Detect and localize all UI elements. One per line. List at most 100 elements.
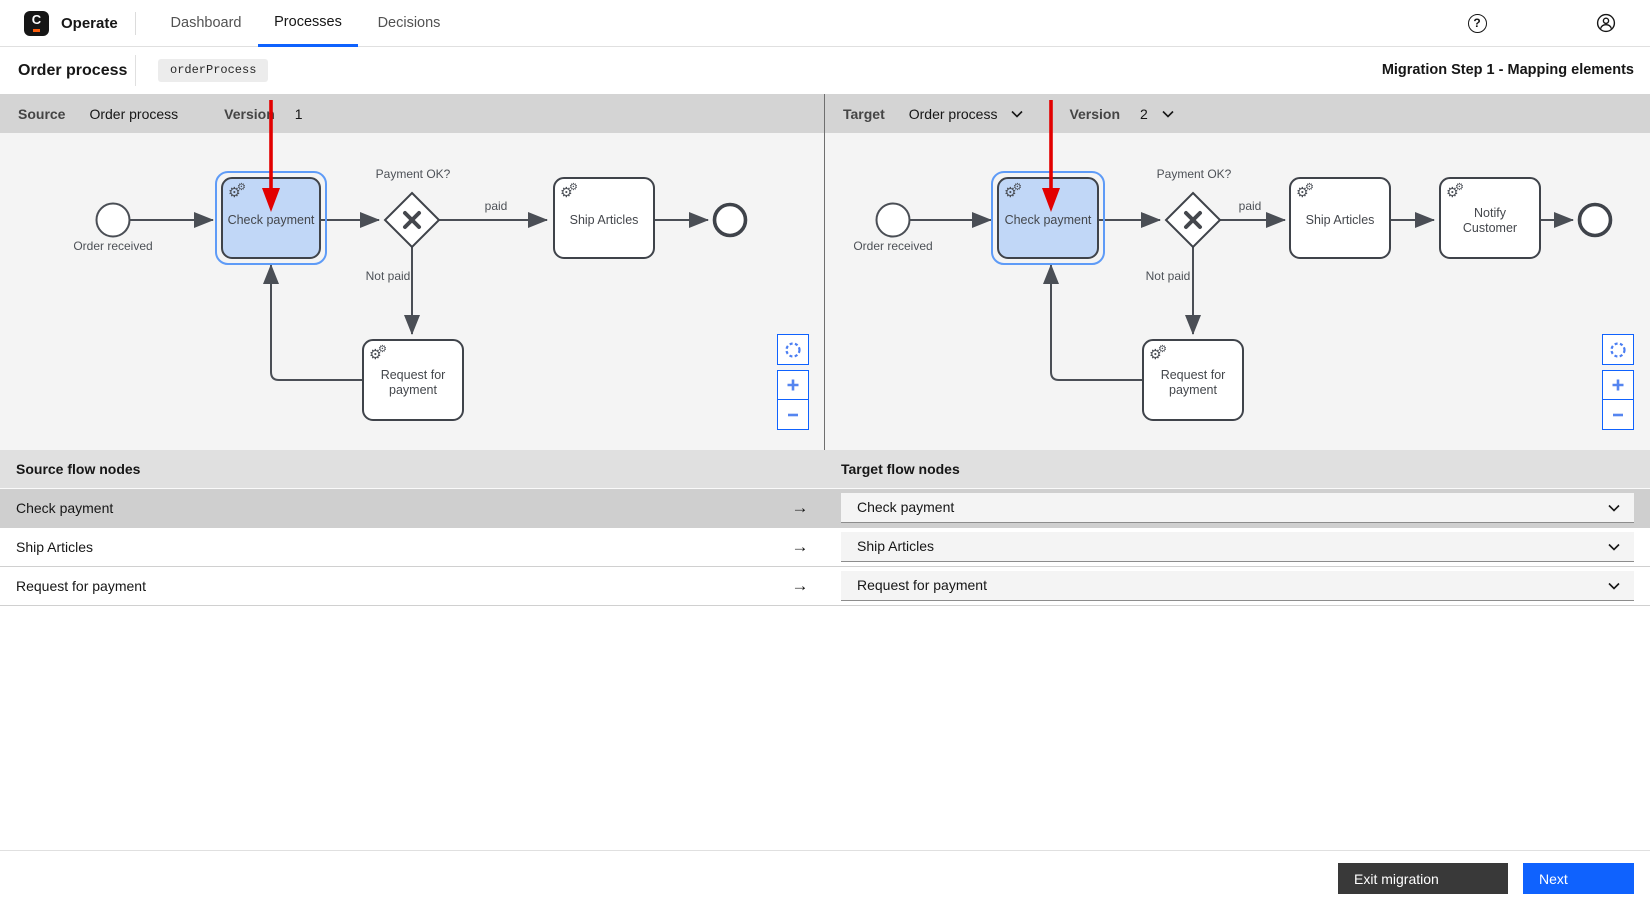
target-process-select[interactable]: Order process (908, 105, 998, 122)
svg-text:Ship Articles: Ship Articles (570, 213, 639, 227)
mapping-row-check-payment[interactable]: Check payment → Check payment (0, 489, 1650, 528)
start-event-order-received (875, 202, 911, 238)
reset-zoom-icon (785, 341, 801, 358)
source-process-name: Order process (89, 105, 179, 122)
service-task-icon: ⚙ (560, 185, 573, 201)
source-flow-node-name: Check payment (16, 500, 114, 516)
end-event (1577, 202, 1613, 238)
svg-text:Customer: Customer (1463, 221, 1517, 235)
help-button[interactable]: ? (1463, 9, 1491, 37)
start-event-order-received (95, 202, 131, 238)
user-icon (1596, 13, 1616, 33)
service-task-icon: ⚙ (237, 182, 246, 193)
task-notify-customer[interactable]: ⚙ ⚙ Notify Customer (1439, 177, 1541, 259)
svg-text:Check payment: Check payment (1005, 213, 1092, 227)
zoom-controls (1602, 370, 1634, 430)
service-task-icon: ⚙ (378, 344, 387, 355)
tab-processes[interactable]: Processes (258, 0, 358, 47)
zoom-in-button[interactable] (1602, 370, 1634, 400)
process-id-badge: orderProcess (158, 59, 269, 82)
next-button[interactable]: Next (1523, 863, 1634, 894)
minus-icon (1613, 413, 1623, 416)
service-task-icon: ⚙ (1305, 182, 1314, 193)
source-version-label: Version (224, 105, 275, 122)
plus-icon (1612, 379, 1624, 391)
target-label: Target (843, 105, 885, 122)
svg-text:Request for: Request for (381, 368, 446, 382)
target-diagram: Order received ⚙ ⚙ Check payment Payment… (853, 100, 1613, 421)
source-flow-node-name: Ship Articles (16, 539, 94, 555)
tab-dashboard[interactable]: Dashboard (170, 15, 242, 31)
mapping-table-header: Source flow nodes Target flow nodes (0, 450, 1650, 489)
chevron-down-icon[interactable] (1162, 110, 1174, 118)
tab-decisions[interactable]: Decisions (377, 15, 441, 31)
process-title: Order process (18, 62, 128, 79)
task-check-payment[interactable]: ⚙ ⚙ Check payment (997, 177, 1099, 259)
mapping-row-request-for-payment[interactable]: Request for payment → Request for paymen… (0, 567, 1650, 606)
service-task-icon: ⚙ (1446, 185, 1459, 201)
service-task-icon: ⚙ (569, 182, 578, 193)
logo-letter: C (31, 12, 42, 27)
gateway-payment-ok (1164, 191, 1222, 249)
migration-footer: Exit migration Next (0, 850, 1650, 900)
exit-migration-button[interactable]: Exit migration (1338, 863, 1508, 894)
task-request-for-payment[interactable]: ⚙ ⚙ Request for payment (362, 339, 464, 421)
svg-text:Request for: Request for (1161, 368, 1226, 382)
svg-text:payment: payment (389, 383, 437, 397)
logo-orange-dot (33, 29, 40, 32)
nav-divider (135, 12, 136, 35)
minus-icon (788, 413, 798, 416)
zoom-out-button[interactable] (1602, 400, 1634, 430)
help-icon: ? (1467, 13, 1487, 33)
zoom-out-button[interactable] (777, 400, 809, 430)
zoom-controls (777, 370, 809, 430)
gateway-payment-ok (383, 191, 441, 249)
plus-icon (787, 379, 799, 391)
target-flow-nodes-header: Target flow nodes (841, 461, 960, 477)
service-task-icon: ⚙ (1004, 185, 1017, 201)
task-ship-articles[interactable]: ⚙ ⚙ Ship Articles (1289, 177, 1391, 259)
target-flow-node-select[interactable]: Check payment (841, 493, 1634, 523)
app-name: Operate (61, 15, 118, 32)
reset-zoom-icon (1610, 341, 1626, 358)
user-button[interactable] (1592, 9, 1620, 37)
arrow-right-icon: → (791, 537, 809, 556)
mapping-row-ship-articles[interactable]: Ship Articles → Ship Articles (0, 528, 1650, 567)
service-task-icon: ⚙ (1149, 347, 1162, 363)
source-version-value: 1 (294, 105, 303, 122)
target-flow-node-select[interactable]: Request for payment (841, 571, 1634, 601)
svg-text:Ship Articles: Ship Articles (1306, 213, 1375, 227)
header-divider (135, 55, 136, 86)
chevron-down-icon (1608, 543, 1620, 551)
service-task-icon: ⚙ (1296, 185, 1309, 201)
source-flow-node-name: Request for payment (16, 578, 146, 594)
source-flow-nodes-header: Source flow nodes (16, 461, 141, 477)
reset-diagram-button[interactable] (777, 334, 809, 365)
bpmn-diagrams: Order received ⚙ ⚙ Check payment Payment… (73, 100, 1613, 421)
service-task-icon: ⚙ (1455, 182, 1464, 193)
top-nav: C Operate Dashboard Processes Decisions … (0, 0, 1650, 47)
service-task-icon: ⚙ (369, 347, 382, 363)
service-task-icon: ⚙ (1013, 182, 1022, 193)
svg-text:Notify: Notify (1474, 206, 1507, 220)
target-panel-header: Target Order process Version 2 (825, 94, 1650, 133)
chevron-down-icon (1608, 582, 1620, 590)
process-header-bar: Order process orderProcess Migration Ste… (0, 47, 1650, 94)
zoom-in-button[interactable] (777, 370, 809, 400)
service-task-icon: ⚙ (1158, 344, 1167, 355)
chevron-down-icon (1608, 504, 1620, 512)
reset-diagram-button[interactable] (1602, 334, 1634, 365)
chevron-down-icon[interactable] (1011, 110, 1024, 118)
target-version-label: Version (1069, 105, 1121, 122)
target-flow-node-select[interactable]: Ship Articles (841, 532, 1634, 562)
task-check-payment[interactable]: ⚙ ⚙ Check payment (221, 177, 321, 259)
target-version-select[interactable]: 2 (1140, 105, 1148, 122)
source-label: Source (18, 105, 66, 122)
camunda-logo[interactable]: C (24, 11, 49, 36)
svg-text:Check payment: Check payment (228, 213, 315, 227)
migration-step-title: Migration Step 1 - Mapping elements (1381, 62, 1634, 78)
end-event (712, 202, 748, 238)
task-ship-articles[interactable]: ⚙ ⚙ Ship Articles (553, 177, 655, 259)
task-request-for-payment[interactable]: ⚙ ⚙ Request for payment (1142, 339, 1244, 421)
source-panel-header: Source Order process Version 1 (0, 94, 824, 133)
